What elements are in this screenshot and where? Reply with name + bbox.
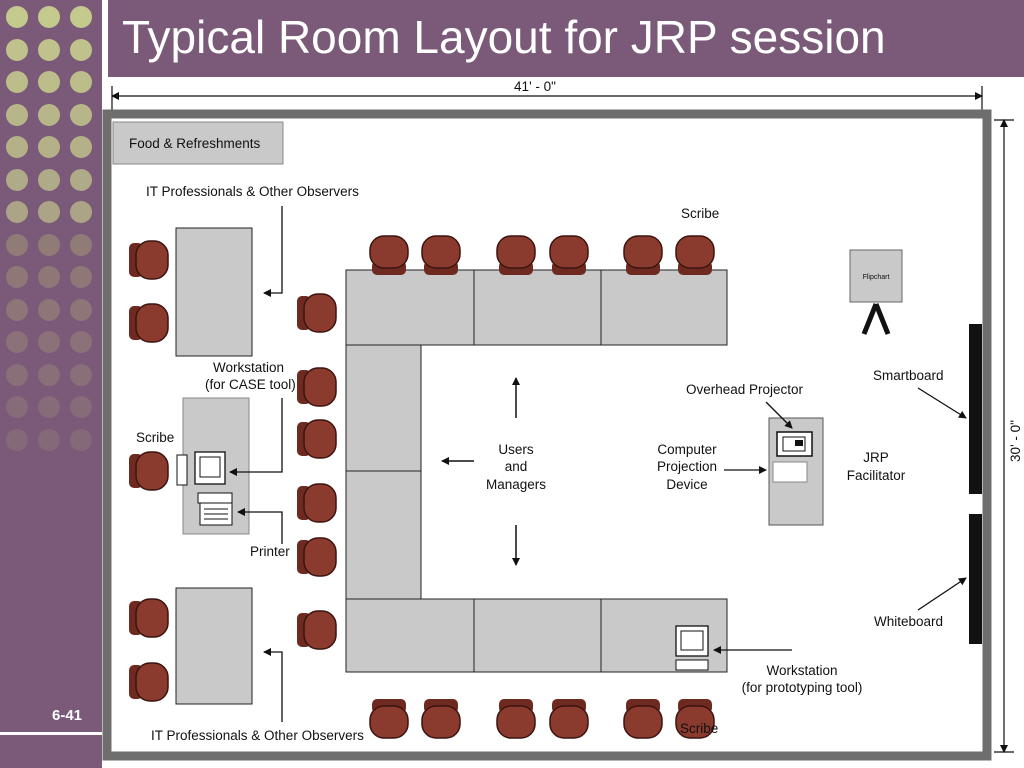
facilitator-label-2: Facilitator [847, 468, 906, 483]
decorative-dot [38, 396, 60, 418]
decorative-dot [70, 6, 92, 28]
decorative-dot [6, 233, 28, 256]
facilitator-label-1: JRP [863, 450, 889, 465]
decorative-dot [6, 331, 28, 353]
projector-cart [768, 417, 824, 526]
observers-top-label: IT Professionals & Other Observers [146, 184, 359, 199]
overhead-projector-arrow [765, 401, 793, 429]
decorative-dot [6, 6, 28, 28]
workstation-case-label-1: Workstation [213, 360, 284, 375]
decorative-dot [38, 298, 60, 321]
whiteboard-arrow [917, 577, 967, 611]
decorative-dot [38, 331, 60, 353]
users-label-1: Users [498, 442, 534, 457]
decorative-dot [6, 201, 28, 223]
flipchart-label: Flipchart [863, 274, 890, 281]
height-dimension-label: 30' - 0" [1008, 420, 1023, 462]
observers-bottom-label: IT Professionals & Other Observers [151, 728, 364, 743]
observers-bottom-arrow [263, 648, 283, 722]
smartboard-label: Smartboard [873, 368, 944, 383]
decorative-dot [70, 136, 92, 158]
decorative-dot [70, 266, 92, 288]
food-table: Food & Refreshments [112, 121, 284, 165]
decorative-dot [38, 71, 60, 93]
decorative-dot [70, 331, 92, 353]
whiteboard [969, 514, 982, 644]
decorative-dot [38, 201, 60, 223]
workstation-proto-label-2: (for prototyping tool) [742, 680, 863, 695]
decorative-dot [70, 428, 92, 451]
observers-top-arrow [263, 206, 283, 297]
decorative-dot [38, 136, 60, 158]
decorative-dot [6, 38, 28, 61]
decorative-dot [70, 363, 92, 386]
printer-label: Printer [250, 544, 290, 559]
decorative-dot [70, 38, 92, 61]
workstation-case-arrow [229, 398, 283, 476]
height-dimension: 30' - 0" [994, 119, 1023, 753]
decorative-dot [38, 38, 60, 61]
observer-table-bottom [175, 587, 253, 705]
title-bar [108, 0, 1024, 77]
scribe-left-label: Scribe [136, 430, 174, 445]
decorative-dot [70, 396, 92, 418]
sidebar-divider [0, 732, 102, 735]
workstation-proto-label-1: Workstation [766, 663, 837, 678]
food-label: Food & Refreshments [129, 136, 261, 151]
decorative-dot [38, 168, 60, 191]
width-dimension: 41' - 0" [111, 79, 983, 118]
decorative-dot [38, 233, 60, 256]
observer-table-top [175, 227, 253, 357]
users-label-3: Managers [486, 477, 546, 492]
scribe-top-label: Scribe [681, 206, 719, 221]
decorative-dot [70, 103, 92, 126]
overhead-projector-label: Overhead Projector [686, 382, 804, 397]
decorative-dot [70, 201, 92, 223]
slide-title: Typical Room Layout for JRP session [122, 11, 886, 63]
page-number: 6-41 [52, 707, 83, 724]
decorative-dot [70, 298, 92, 321]
decorative-dot [70, 233, 92, 256]
smartboard [969, 324, 982, 494]
u-shape-tables [345, 269, 728, 673]
flipchart: Flipchart [849, 249, 903, 335]
decorative-dot [38, 428, 60, 451]
decorative-dot [6, 136, 28, 158]
decorative-dot [38, 363, 60, 386]
decorative-dot [6, 168, 28, 191]
whiteboard-label: Whiteboard [874, 614, 943, 629]
smartboard-arrow [917, 387, 967, 419]
decorative-dot [38, 266, 60, 288]
width-dimension-label: 41' - 0" [514, 79, 556, 94]
scribe-bottom-label: Scribe [680, 721, 718, 736]
case-workstation [176, 397, 250, 535]
decorative-dot [6, 396, 28, 418]
printer-icon [197, 492, 233, 526]
printer-arrow [237, 508, 283, 544]
decorative-dot [38, 103, 60, 126]
cpd-label-3: Device [666, 477, 707, 492]
users-label-2: and [505, 459, 528, 474]
decorative-dot [6, 71, 28, 93]
decorative-dot [70, 168, 92, 191]
decorative-dot [6, 103, 28, 126]
prototype-workstation [675, 625, 709, 671]
decorative-dot [70, 71, 92, 93]
room-walls [102, 109, 992, 761]
sidebar [0, 0, 102, 768]
decorative-dot [6, 266, 28, 288]
decorative-dot [6, 298, 28, 321]
workstation-case-label-2: (for CASE tool) [205, 377, 296, 392]
decorative-dot [6, 428, 28, 451]
decorative-dot [38, 6, 60, 28]
cpd-label-2: Projection [657, 459, 717, 474]
cpd-label-1: Computer [657, 442, 717, 457]
decorative-dot [6, 363, 28, 386]
